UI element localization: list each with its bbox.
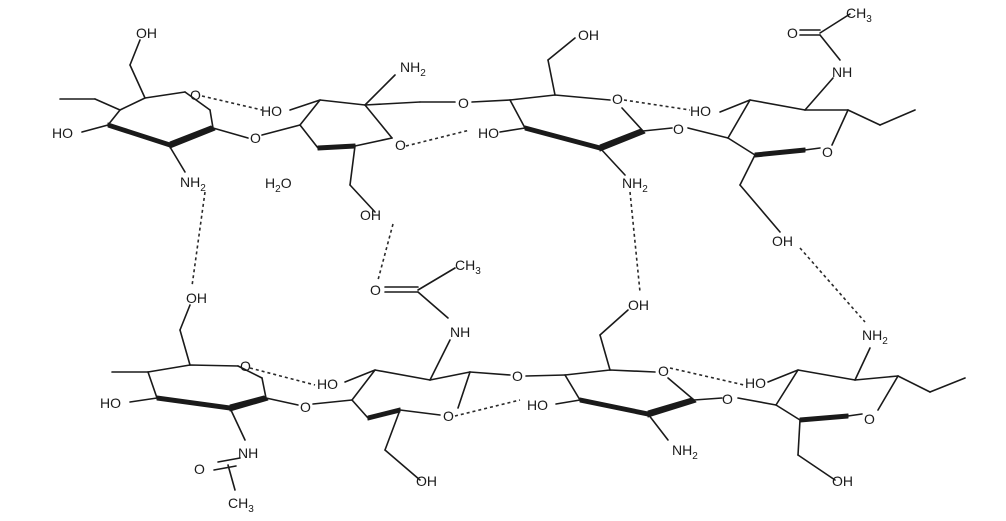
top-ring-2 — [261, 74, 456, 213]
glycosidic-oxygen-label: O — [458, 95, 469, 111]
hydroxyl-label: OH — [136, 25, 157, 41]
top-ring-1 — [59, 39, 249, 173]
ring-oxygen-label: O — [190, 87, 201, 103]
hydroxyl-label: HO — [478, 125, 499, 141]
hydroxyl-label: HO — [690, 103, 711, 119]
ring-oxygen-label: O — [395, 137, 406, 153]
ring-oxygen-label: O — [443, 408, 454, 424]
bottom-ring-2 — [312, 267, 511, 481]
carbonyl-oxygen-label: O — [194, 461, 205, 477]
carbonyl-oxygen-label: O — [370, 282, 381, 298]
hydroxyl-label: OH — [832, 473, 853, 489]
water-label: H2O — [265, 175, 292, 195]
hydroxyl-label: OH — [628, 297, 649, 313]
hydroxyl-label: HO — [100, 395, 121, 411]
ring-oxygen-label: O — [612, 91, 623, 107]
hydroxyl-label: OH — [416, 473, 437, 489]
methyl-label: CH3 — [455, 257, 481, 277]
bottom-ring-3 — [525, 309, 723, 441]
amide-label: NH — [238, 445, 258, 461]
amine-label: NH2 — [672, 442, 698, 462]
amide-label: NH — [450, 324, 470, 340]
hydroxyl-label: HO — [52, 125, 73, 141]
glycosidic-oxygen-label: O — [722, 391, 733, 407]
hydroxyl-label: OH — [772, 233, 793, 249]
hydroxyl-label: HO — [745, 375, 766, 391]
hydroxyl-label: OH — [186, 290, 207, 306]
hydroxyl-label: HO — [527, 397, 548, 413]
hydroxyl-label: HO — [261, 103, 282, 119]
glycosidic-oxygen-label: O — [673, 121, 684, 137]
glycosidic-oxygen-label: O — [512, 368, 523, 384]
amine-label: NH2 — [180, 174, 206, 194]
ring-oxygen-label: O — [658, 363, 669, 379]
bottom-ring-1 — [111, 304, 299, 491]
glycosidic-oxygen-label: O — [250, 130, 261, 146]
bottom-ring-4 — [737, 347, 966, 481]
hydroxyl-label: OH — [578, 27, 599, 43]
amide-label: NH — [832, 64, 852, 80]
amine-label: NH2 — [862, 327, 888, 347]
methyl-label: CH3 — [846, 5, 872, 25]
methyl-label: CH3 — [228, 495, 254, 515]
amine-label: NH2 — [622, 175, 648, 195]
ring-oxygen-label: O — [864, 411, 875, 427]
hydrogen-bonds — [191, 95, 866, 417]
hydroxyl-label: HO — [317, 376, 338, 392]
amine-label: NH2 — [400, 59, 426, 79]
ring-oxygen-label: O — [240, 358, 251, 374]
top-ring-4 — [687, 13, 916, 233]
glycosidic-oxygen-label: O — [300, 399, 311, 415]
top-ring-3 — [471, 37, 673, 176]
ring-oxygen-label: O — [822, 144, 833, 160]
carbonyl-oxygen-label: O — [787, 25, 798, 41]
hydroxyl-label: OH — [360, 207, 381, 223]
